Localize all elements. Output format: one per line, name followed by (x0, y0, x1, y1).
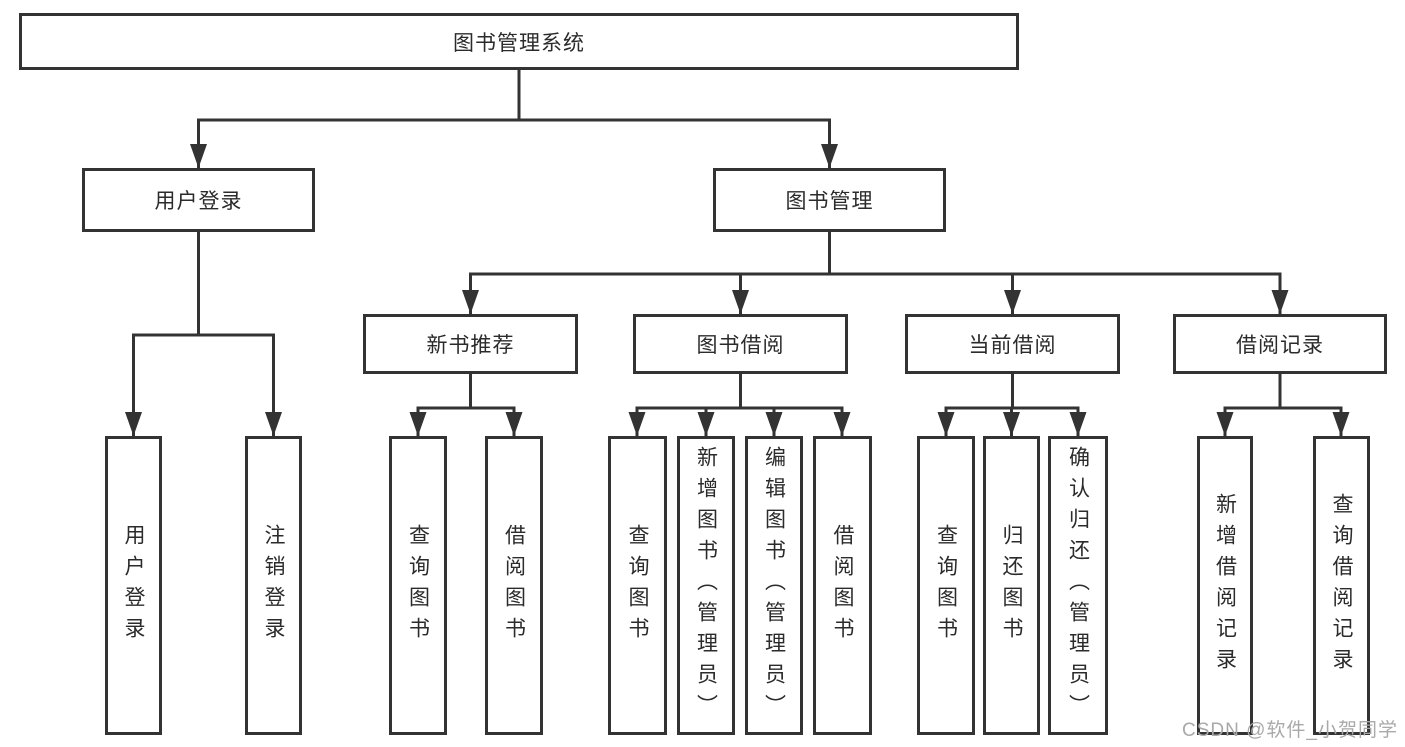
confirm-return-admin-node: 确认归还（管理员） (1048, 436, 1108, 735)
borrow-books-1-node: 借阅图书 (485, 436, 543, 735)
logout-login-label: 注销登录 (262, 523, 285, 648)
return-books-label: 归还图书 (1000, 523, 1023, 648)
return-books-node: 归还图书 (983, 436, 1040, 735)
borrowing-records-node: 借阅记录 (1173, 314, 1387, 374)
borrowing-records-label: 借阅记录 (1236, 334, 1324, 357)
user-login-node: 用户登录 (105, 436, 162, 735)
add-books-admin-node: 新增图书（管理员） (677, 436, 735, 735)
current-borrowing-node: 当前借阅 (905, 314, 1120, 374)
query-books-1-node: 查询图书 (389, 436, 447, 735)
query-books-3-node: 查询图书 (917, 436, 975, 735)
borrow-books-2-label: 借阅图书 (831, 523, 854, 648)
book-management-module-node: 图书管理 (713, 168, 946, 232)
book-management-module-label: 图书管理 (785, 190, 874, 213)
add-borrow-record-label: 新增借阅记录 (1213, 492, 1237, 679)
borrow-books-2-node: 借阅图书 (813, 436, 872, 735)
user-login-module-node: 用户登录 (82, 168, 315, 232)
edit-books-admin-node: 编辑图书（管理员） (745, 436, 803, 735)
new-book-recommend-node: 新书推荐 (363, 314, 578, 374)
edit-books-admin-label: 编辑图书（管理员） (762, 446, 786, 725)
book-borrowing-node: 图书借阅 (633, 314, 848, 374)
add-books-admin-label: 新增图书（管理员） (694, 446, 718, 725)
query-books-2-label: 查询图书 (626, 523, 649, 648)
query-books-1-label: 查询图书 (406, 523, 430, 648)
query-books-2-node: 查询图书 (608, 436, 667, 735)
system-root-node: 图书管理系统 (19, 13, 1019, 70)
user-login-label: 用户登录 (122, 523, 145, 648)
confirm-return-admin-label: 确认归还（管理员） (1066, 446, 1090, 725)
query-books-3-label: 查询图书 (934, 523, 958, 648)
new-book-recommend-label: 新书推荐 (426, 334, 515, 357)
query-borrow-record-node: 查询借阅记录 (1313, 436, 1370, 735)
current-borrowing-label: 当前借阅 (968, 334, 1057, 357)
user-login-module-label: 用户登录 (154, 190, 243, 213)
borrow-books-1-label: 借阅图书 (502, 523, 526, 648)
logout-login-node: 注销登录 (245, 436, 302, 735)
add-borrow-record-node: 新增借阅记录 (1197, 436, 1253, 735)
csdn-watermark: CSDN @软件_小贺同学 (1182, 720, 1398, 741)
system-root-label: 图书管理系统 (453, 31, 585, 55)
book-borrowing-label: 图书借阅 (696, 334, 785, 357)
query-borrow-record-label: 查询借阅记录 (1330, 492, 1353, 679)
